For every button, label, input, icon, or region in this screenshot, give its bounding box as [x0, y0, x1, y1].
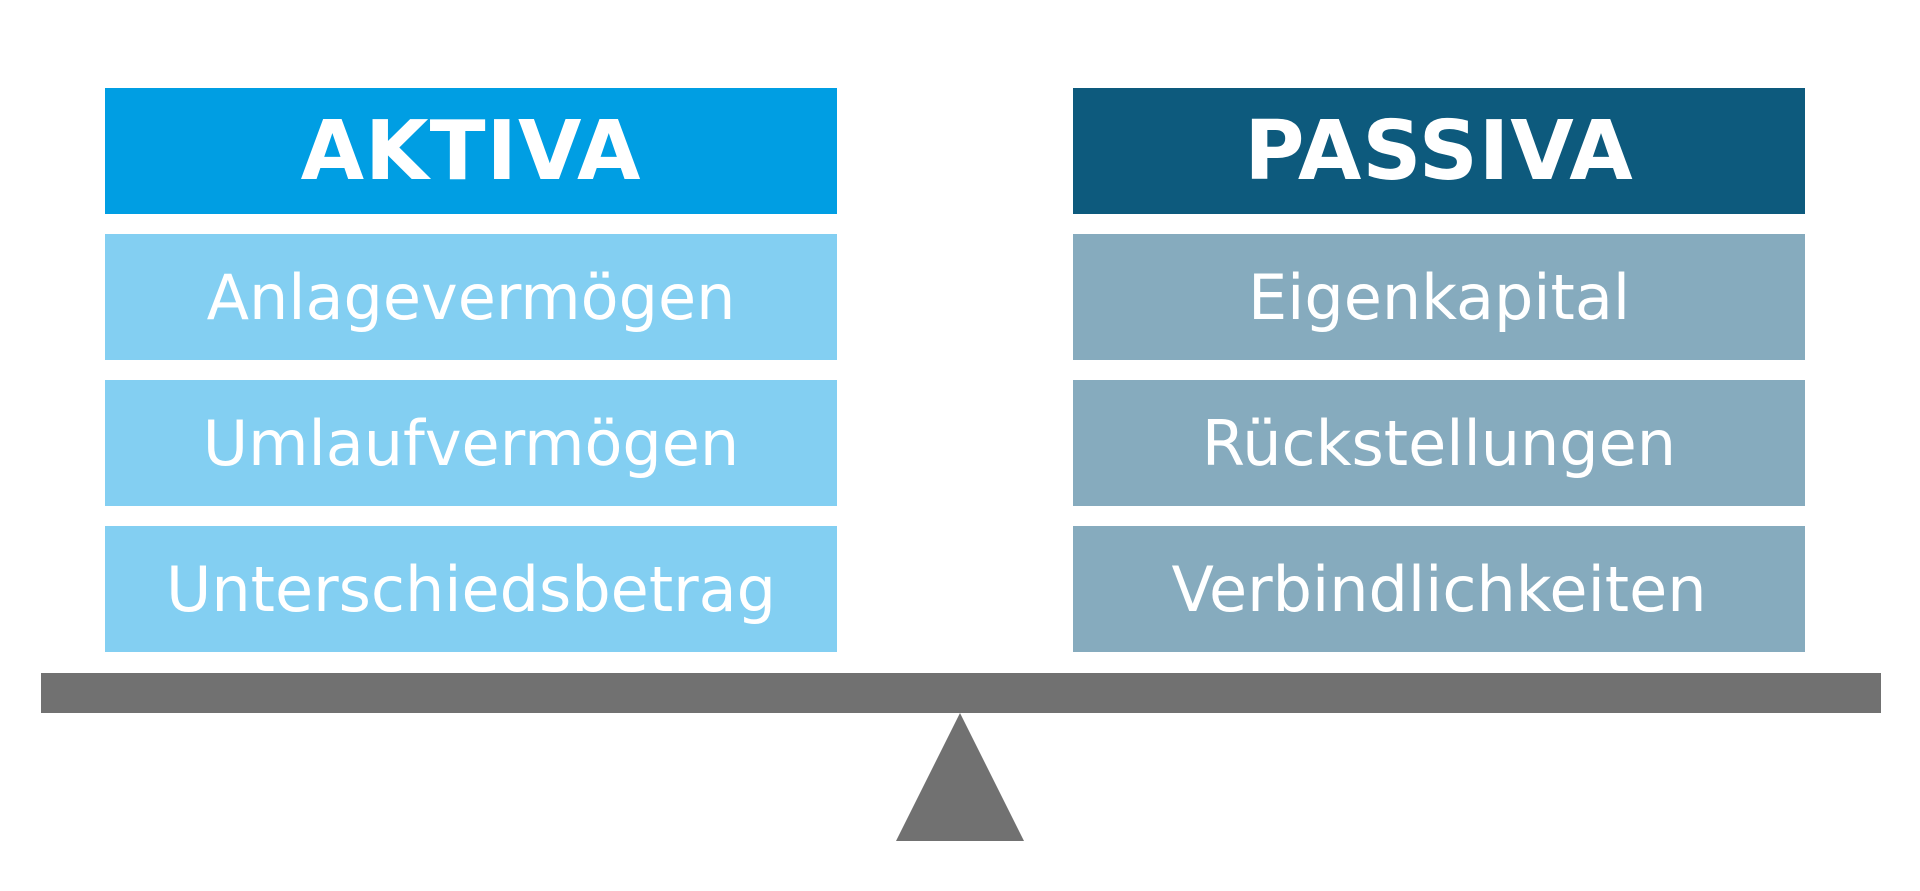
aktiva-item-unterschiedsbetrag: Unterschiedsbetrag — [105, 526, 837, 652]
aktiva-item-anlagevermoegen: Anlagevermögen — [105, 234, 837, 360]
passiva-column: PASSIVA Eigenkapital Rückstellungen Verb… — [1073, 88, 1805, 652]
balance-beam-icon — [41, 673, 1881, 713]
aktiva-header: AKTIVA — [105, 88, 837, 214]
aktiva-item-umlaufvermoegen: Umlaufvermögen — [105, 380, 837, 506]
passiva-item-verbindlichkeiten: Verbindlichkeiten — [1073, 526, 1805, 652]
aktiva-column: AKTIVA Anlagevermögen Umlaufvermögen Unt… — [105, 88, 837, 652]
passiva-item-eigenkapital: Eigenkapital — [1073, 234, 1805, 360]
fulcrum-triangle-icon — [896, 713, 1024, 841]
passiva-header: PASSIVA — [1073, 88, 1805, 214]
passiva-item-rueckstellungen: Rückstellungen — [1073, 380, 1805, 506]
